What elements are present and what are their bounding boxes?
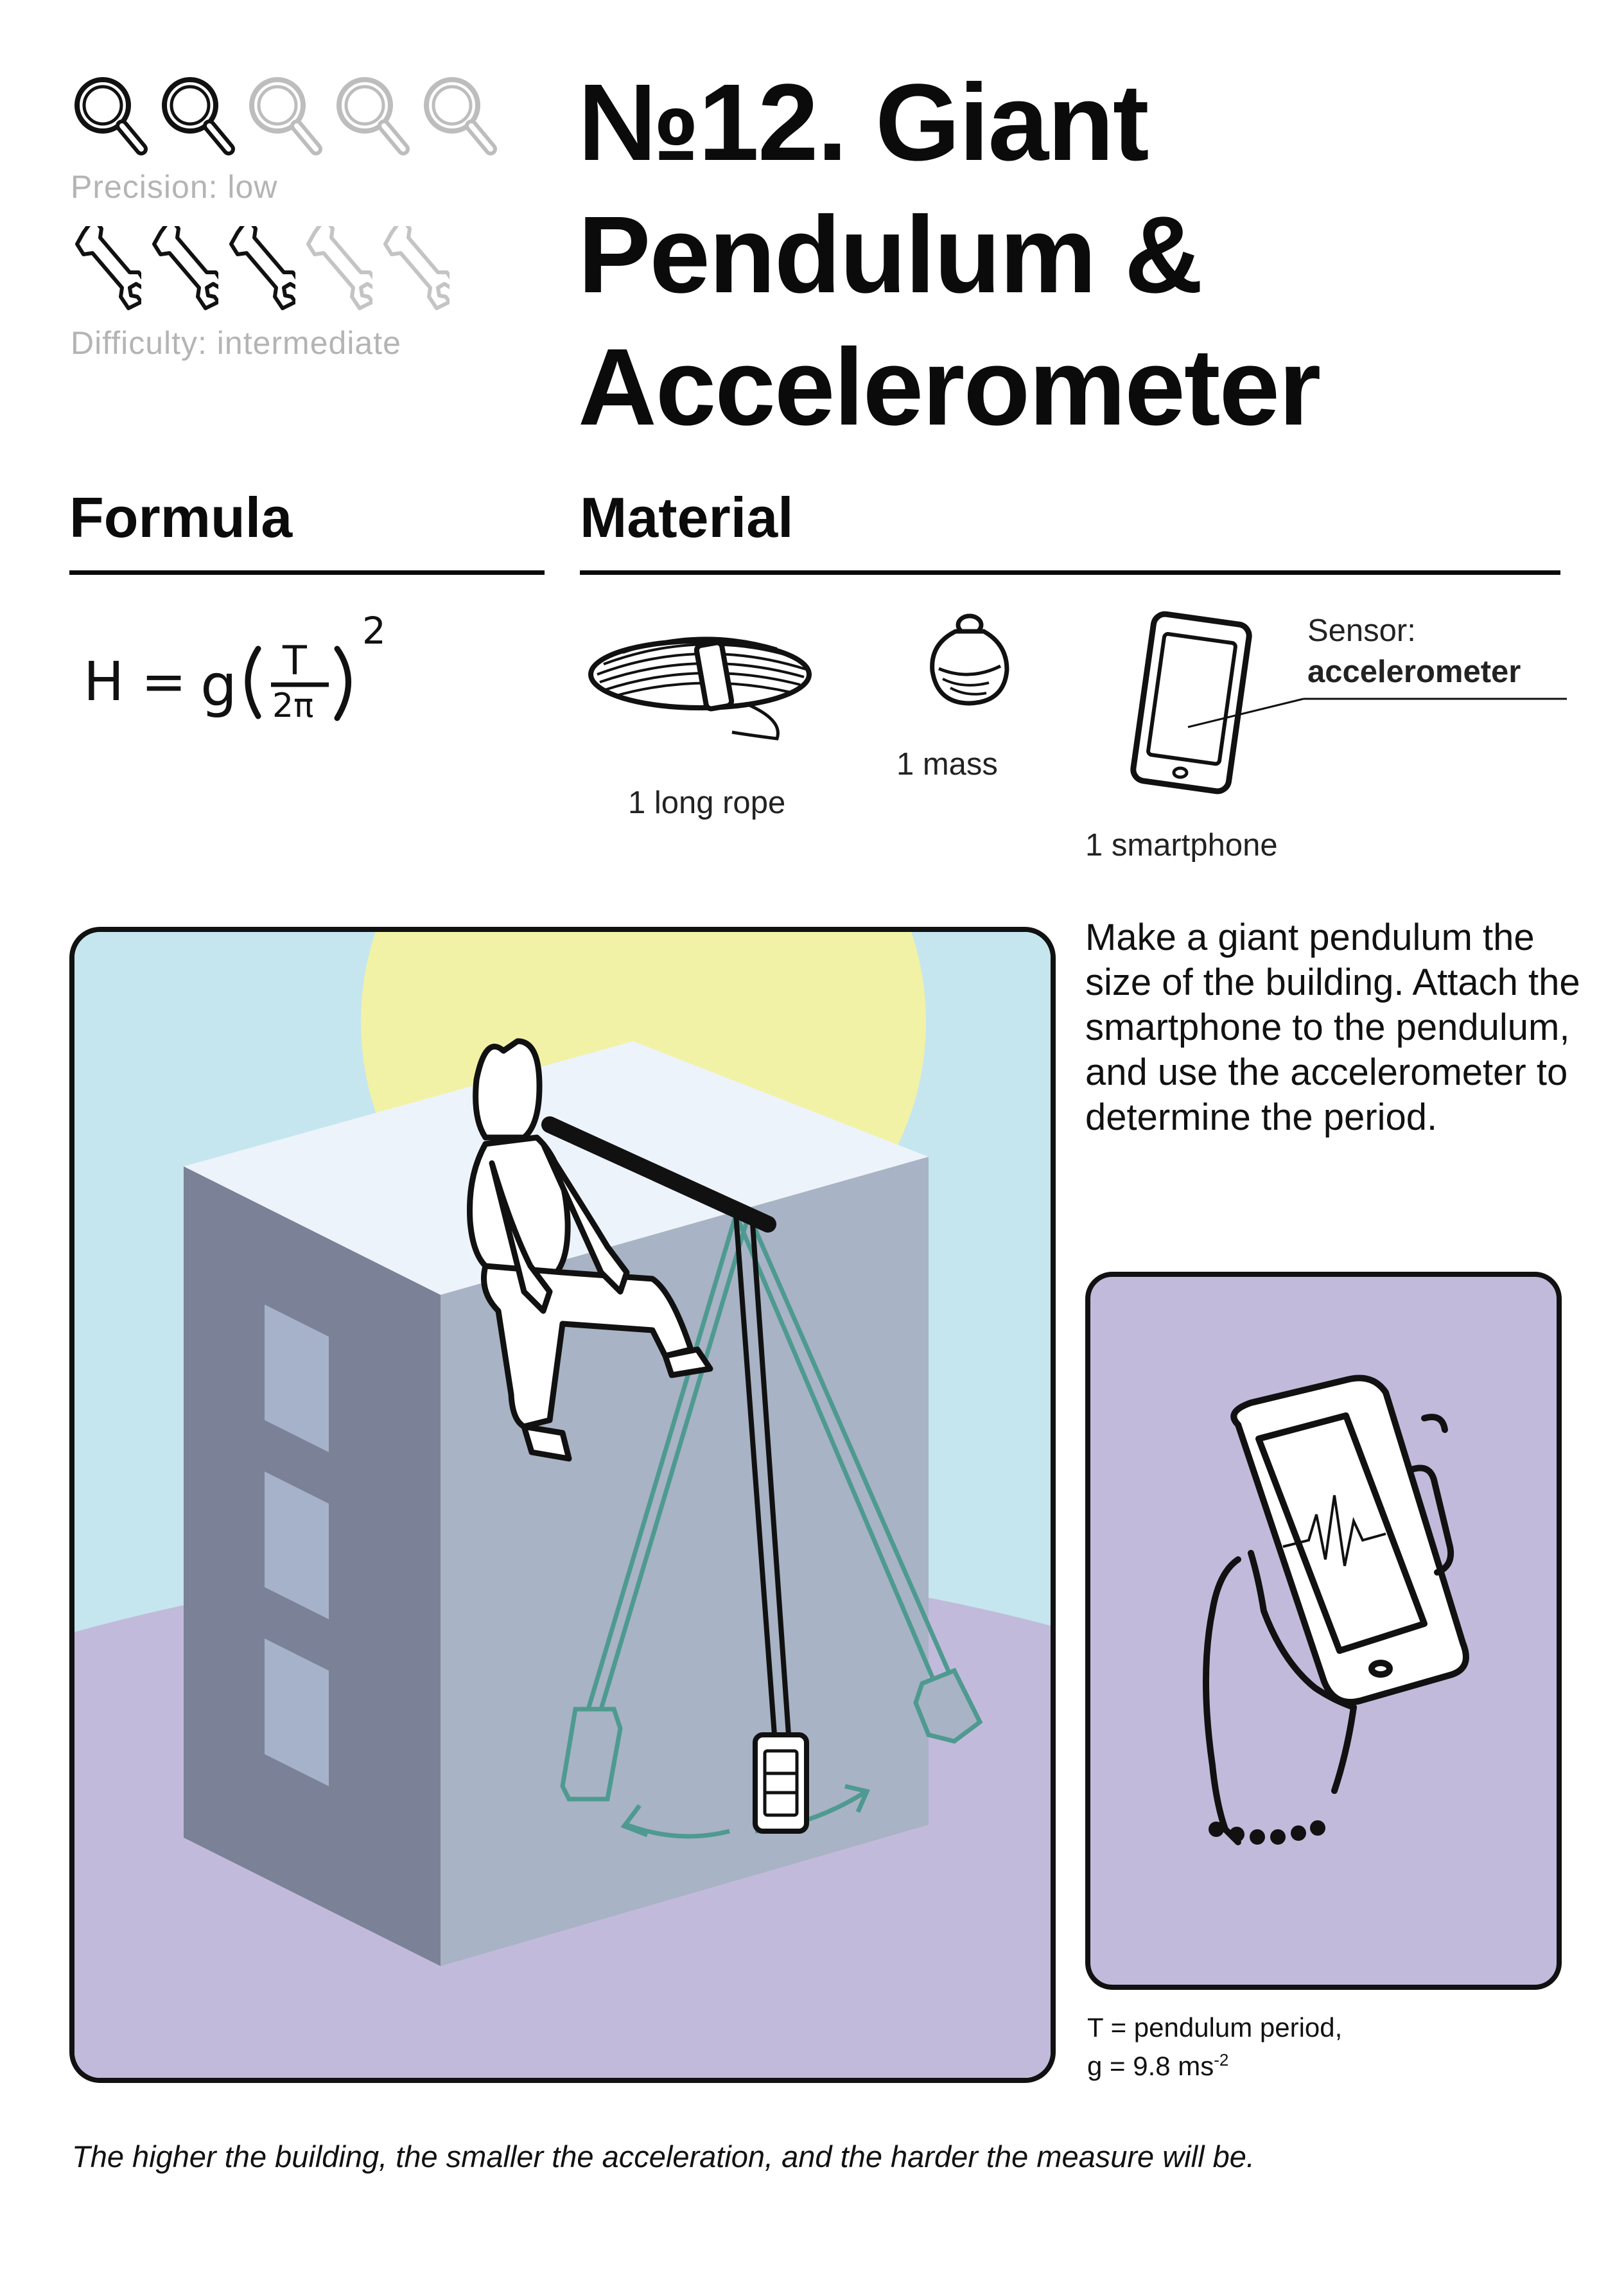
sensor-label: Sensor: accelerometer <box>1307 610 1521 692</box>
material-divider <box>580 570 1560 575</box>
magnifier-icon <box>162 77 235 155</box>
page-title: №12. Giant Pendulum & Accelerometer <box>578 57 1580 453</box>
signal-wave <box>1282 1495 1386 1567</box>
wrench-icon <box>75 226 141 310</box>
rope-icon <box>588 637 812 741</box>
formula-divider <box>69 570 545 575</box>
hand-holding-phone <box>1203 1375 1469 1845</box>
formula-heading: Formula <box>69 486 293 549</box>
pendulum-rope <box>733 1214 777 1735</box>
pendulum-phone <box>753 1732 809 1834</box>
pendulum-beam <box>541 1116 776 1233</box>
material-heading: Material <box>580 486 794 549</box>
precision-rating <box>69 72 498 158</box>
window <box>265 1638 329 1786</box>
bracelet <box>1209 1820 1325 1845</box>
smartphone-icon <box>1130 611 1252 795</box>
wrench-icon <box>306 226 372 310</box>
person-figure <box>467 1038 713 1462</box>
description-text: Make a giant pendulum the size of the bu… <box>1085 917 1580 1138</box>
magnifier-icon <box>424 77 497 155</box>
difficulty-rating <box>69 226 450 311</box>
sensor-name: accelerometer <box>1307 654 1521 689</box>
title-line: Accelerometer <box>578 326 1321 448</box>
legend-period: T = pendulum period, <box>1087 2012 1343 2042</box>
wrench-icon <box>383 226 450 310</box>
pendulum-illustration <box>69 927 1056 2083</box>
precision-label: Precision: low <box>71 169 278 205</box>
sensor-pointer-line <box>1187 698 1567 728</box>
legend-gravity: g = 9.8 ms-2 <box>1087 2044 1342 2082</box>
pendulum-swing-traces <box>560 1213 983 1839</box>
difficulty-label: Difficulty: intermediate <box>71 325 401 361</box>
mass-icon <box>930 613 1009 706</box>
accelerometer-illustration <box>1085 1272 1562 1990</box>
magnifier-icon <box>74 77 148 155</box>
material-label-smartphone: 1 smartphone <box>1085 828 1278 863</box>
title-line: №12. Giant <box>578 62 1149 184</box>
formula-exponent: 2 <box>362 609 386 653</box>
formula-numerator: T <box>282 637 308 684</box>
magnifier-icon <box>336 77 410 155</box>
pendulum-rope <box>749 1214 791 1735</box>
variable-legend: T = pendulum period, g = 9.8 ms-2 <box>1087 2012 1342 2082</box>
wrench-icon <box>229 226 295 310</box>
formula: H = g T 2π 2 <box>83 609 386 725</box>
material-label-rope: 1 long rope <box>628 786 786 820</box>
footer-note: The higher the building, the smaller the… <box>72 2139 1255 2174</box>
formula-g: g <box>200 652 237 719</box>
building-scene <box>74 932 1051 2078</box>
legend-gravity-value: g = 9.8 ms <box>1087 2051 1214 2081</box>
window <box>265 1305 329 1452</box>
wrench-icon <box>152 226 218 310</box>
title-line: Pendulum & <box>578 194 1203 316</box>
material-label-mass: 1 mass <box>896 747 998 782</box>
legend-gravity-exponent: -2 <box>1214 2050 1229 2069</box>
window <box>265 1471 329 1619</box>
left-paren <box>245 646 261 719</box>
sensor-caption: Sensor: <box>1307 613 1416 648</box>
formula-lhs: H = <box>83 650 186 713</box>
formula-denominator: 2π <box>272 687 313 725</box>
right-paren <box>334 646 351 721</box>
magnifier-icon <box>249 77 322 155</box>
phone-screen <box>1255 1412 1428 1654</box>
